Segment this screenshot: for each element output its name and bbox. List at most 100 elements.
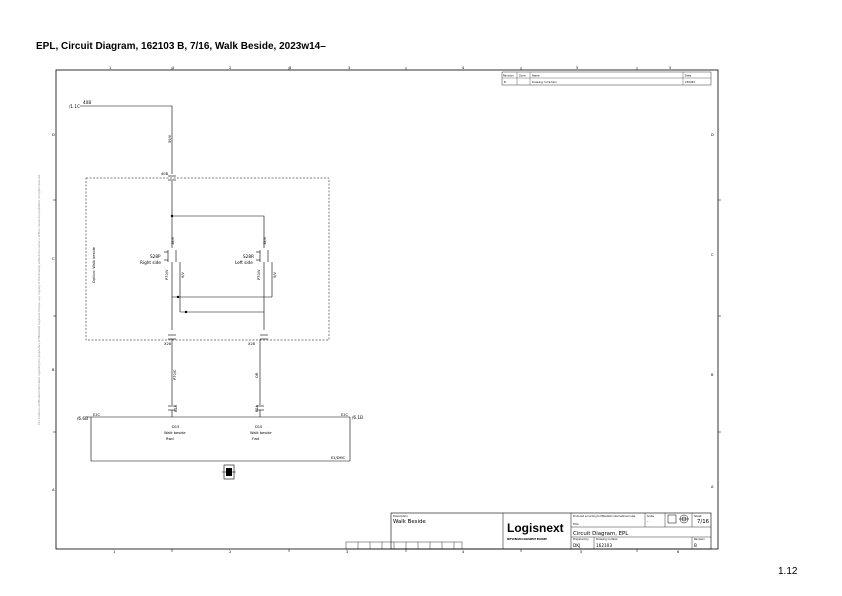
connector-left-ref: /6.6B — [77, 416, 88, 421]
col-label: 1 — [109, 66, 111, 70]
top-column-ticks — [53, 67, 721, 552]
drawing-number-value: 162103 — [596, 543, 612, 548]
sheet-label: Sheet — [694, 514, 702, 518]
revision-value: B — [694, 543, 697, 548]
connector-right-pin: E2C — [341, 413, 349, 417]
logo-text: Logisnext — [507, 521, 564, 535]
col-label: 4 — [462, 550, 465, 554]
connector-bar — [86, 416, 351, 462]
drawing-number-label: Drawing number — [596, 537, 619, 541]
col-label: 1 — [172, 66, 174, 70]
row-label: C — [52, 257, 55, 261]
col-label: 1 — [113, 550, 115, 554]
supply-ref: /1.1C — [69, 104, 80, 109]
switch-left-wire-b: 9/V — [273, 272, 277, 278]
document-title: EPL, Circuit Diagram, 162103 B, 7/16, Wa… — [36, 41, 326, 52]
logo-subtitle: MITSUBISHI LOGISNEXT EUROPE — [507, 538, 547, 541]
row-label: A — [52, 488, 55, 492]
col-label: 3 — [346, 550, 348, 554]
rev-name-value: Drawing correction — [532, 80, 557, 84]
cross-wiring — [171, 296, 272, 330]
switch-right — [164, 250, 181, 312]
supply-wire-label: 40B — [83, 100, 91, 105]
output-dir: Rwd — [166, 437, 174, 441]
connector-left-pin: E2C — [93, 413, 101, 417]
row-label: C — [711, 253, 714, 257]
option-box — [85, 177, 330, 341]
output-num: D15 — [172, 425, 179, 429]
rev-value: B — [504, 80, 506, 84]
revision-label: Revision — [694, 537, 705, 541]
row-labels: D C B A D C B A — [52, 133, 714, 492]
cable-wire-label: X28 — [248, 342, 256, 346]
row-label: D — [711, 133, 714, 137]
bottom-grid — [345, 541, 463, 550]
junction-dot — [176, 295, 180, 299]
col-label: 5 — [669, 66, 671, 70]
option-box-label: Option: Walk beside — [92, 246, 96, 283]
col-label: 3 — [289, 66, 291, 70]
switch-left-wire-out: P70/V — [257, 269, 261, 280]
switch-left — [256, 250, 273, 312]
drawing-frame — [55, 69, 719, 550]
bottom-column-labels: 1 2 3 4 5 6 — [113, 550, 680, 554]
pin-label: E2A — [255, 404, 259, 412]
ground-symbol — [222, 464, 236, 480]
col-label: 4 — [462, 66, 465, 70]
connector-x28 — [168, 334, 268, 405]
name-header: Name — [532, 74, 540, 78]
col-label: 6 — [677, 550, 680, 554]
switch-right-wire-out: P70/V — [165, 269, 169, 280]
col-label: 5 — [576, 66, 578, 70]
switch-right-side: Right side — [140, 260, 161, 265]
sheet-value: 7/16 — [697, 519, 710, 525]
switch-right-wire-in: 38/V — [171, 236, 175, 245]
junction-wire-label: 40B — [161, 172, 169, 176]
vertical-wire-label: OR — [255, 372, 259, 378]
col-label: 2 — [229, 66, 231, 70]
date-header: Date — [685, 74, 692, 78]
switch-right-id: S28P — [150, 254, 161, 259]
output-rwd: D15 Walk beside Rwd — [164, 425, 186, 441]
output-name: Walk beside — [164, 431, 186, 435]
rev-header: Revision — [503, 74, 514, 78]
supply-wiring — [80, 105, 265, 248]
output-name: Walk beside — [250, 431, 272, 435]
junction-dot — [184, 310, 188, 314]
zone-header: Zone — [519, 74, 526, 78]
row-label: B — [52, 368, 55, 372]
connector-name: E2/DMC — [331, 456, 346, 460]
supply-vertical-wire: 59/V — [168, 134, 172, 143]
title-block: Description Walk Beside Logisnext MITSUB… — [390, 512, 712, 550]
row-label: D — [52, 133, 55, 137]
scale-value: - — [647, 519, 649, 524]
title-label: Title — [573, 522, 579, 526]
col-label: 3 — [348, 66, 350, 70]
confidentiality-note: The material confidential information re… — [37, 174, 41, 425]
row-label: B — [711, 373, 714, 377]
prepared-by-label: Prepared by — [573, 537, 589, 541]
description-value: Walk Beside — [393, 519, 426, 525]
row-label: A — [711, 485, 714, 489]
connector-right-ref: /6.1B — [352, 415, 363, 420]
switch-left-side: Left side — [235, 260, 253, 265]
vertical-wire-label: P70/C — [173, 369, 177, 380]
output-fwd: D10 Walk beside Fwd — [250, 425, 272, 441]
revision-table: Revision Zone Name Date B Drawing correc… — [501, 71, 712, 86]
connector-pins — [168, 405, 264, 417]
description-label: Description — [393, 514, 408, 518]
output-dir: Fwd — [252, 437, 259, 441]
prepared-note: Produced according to Mitsubishi interna… — [573, 515, 636, 518]
switch-left-id: S28R — [243, 254, 254, 259]
col-label: 5 — [580, 550, 582, 554]
switch-right-wire-b: 9/V — [181, 272, 185, 278]
projection-symbol-icon — [667, 514, 689, 524]
cable-wire-label: X28 — [164, 342, 172, 346]
prepared-by-value: DKJ — [573, 543, 580, 548]
top-column-labels: 1 1 2 3 3 4 5 5 — [109, 66, 671, 70]
pin-label: E2A — [174, 404, 178, 412]
rev-date-value: 230403 — [685, 80, 695, 84]
switch-left-wire-in: 38/V — [263, 236, 267, 245]
junction-dot — [170, 214, 174, 218]
